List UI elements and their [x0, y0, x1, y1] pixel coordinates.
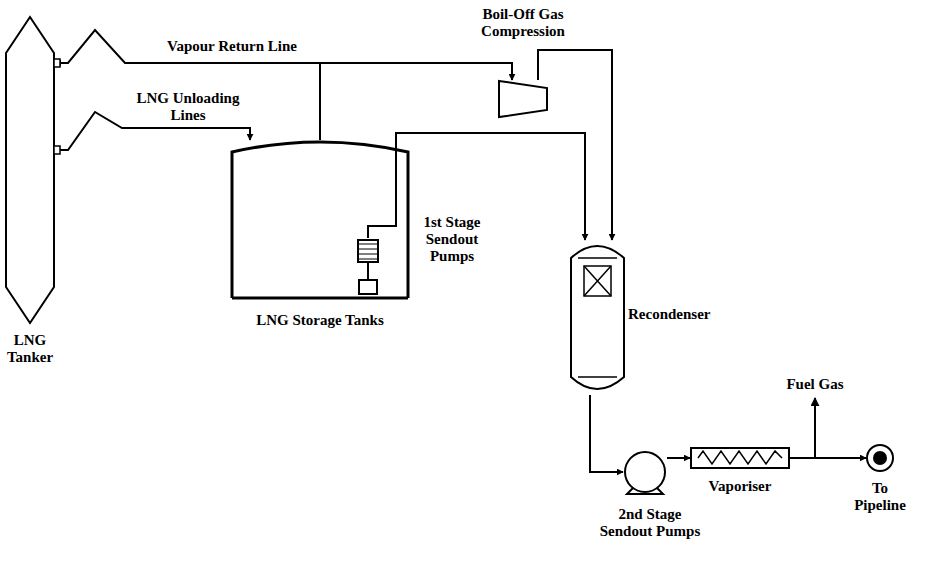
node-label: Vaporiser	[695, 478, 785, 495]
stream-label: Fuel Gas	[775, 376, 855, 393]
pipeline-terminal: To Pipeline	[866, 444, 894, 472]
recondenser-outline	[570, 240, 625, 395]
node-label: LNG Tanker	[0, 332, 60, 366]
pipe-connector	[55, 112, 250, 150]
recondenser-vessel: Recondenser	[570, 240, 625, 395]
pipe-connector	[590, 395, 623, 472]
lng-tanker: LNG Tanker	[5, 15, 55, 325]
vaporiser-exchanger: Vaporiser	[690, 447, 790, 469]
node-label: 2nd Stage Sendout Pumps	[591, 506, 709, 540]
node-label: Recondenser	[628, 306, 728, 323]
storage-tank: LNG Storage Tanks	[230, 140, 410, 300]
pipe-connector	[538, 50, 612, 240]
node-label: LNG Storage Tanks	[235, 312, 405, 329]
node-label: Boil-Off Gas Compression	[456, 6, 591, 40]
sendout-pump: 2nd Stage Sendout Pumps	[623, 450, 667, 494]
pipe-connector	[320, 63, 512, 140]
tank-outline	[230, 140, 410, 300]
compressor-symbol: Boil-Off Gas Compression	[498, 80, 548, 118]
compressor-outline	[498, 80, 548, 118]
pipe-connector	[790, 457, 866, 459]
node-label: To Pipeline	[849, 480, 911, 514]
vaporiser-outline	[690, 447, 790, 469]
pipe-connector	[667, 457, 690, 459]
node-label: 1st Stage Sendout Pumps	[415, 214, 489, 265]
line-label: Vapour Return Line	[142, 38, 322, 55]
line-label: LNG Unloading Lines	[129, 90, 247, 124]
pump1-outline	[354, 238, 382, 296]
tanker-outline	[5, 15, 55, 325]
submerged-pump: 1st Stage Sendout Pumps	[354, 238, 382, 296]
fuel-gas-offtake	[815, 398, 816, 458]
pump2-outline	[623, 450, 667, 494]
pipeline-outline	[866, 444, 894, 472]
